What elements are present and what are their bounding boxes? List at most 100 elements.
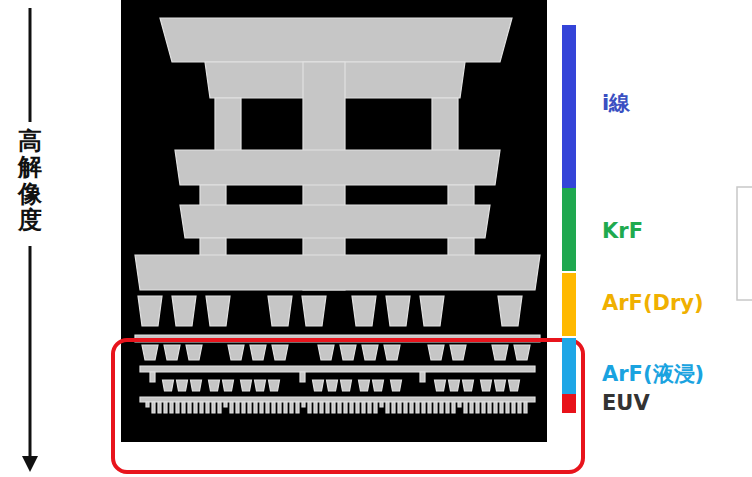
pattern-background <box>121 0 547 442</box>
pattern-shape <box>212 402 215 413</box>
pattern-shape <box>142 345 158 360</box>
pattern-shape <box>290 402 293 413</box>
pattern-shape <box>255 380 266 391</box>
pattern-shape <box>300 372 305 382</box>
legend-swatch <box>562 394 576 413</box>
pattern-shape <box>434 402 437 413</box>
pattern-shape <box>188 402 191 413</box>
pattern-shape <box>268 296 292 326</box>
pattern-shape <box>146 402 149 407</box>
pattern-shape <box>386 296 410 326</box>
legend-label: EUV <box>602 391 650 415</box>
pattern-shape <box>362 345 378 360</box>
pattern-shape <box>215 98 241 153</box>
pattern-shape <box>350 402 353 413</box>
pattern-shape <box>326 402 329 413</box>
legend-label: ArF(液浸) <box>602 360 704 388</box>
pattern-shape <box>446 402 449 413</box>
pattern-shape <box>509 380 520 391</box>
pattern-shape <box>236 402 239 413</box>
pattern-shape <box>320 402 323 413</box>
pattern-shape <box>384 345 400 360</box>
legend-label: KrF <box>602 219 643 243</box>
pattern-shape <box>218 402 221 413</box>
pattern-shape <box>332 402 335 413</box>
pattern-shape <box>410 402 413 413</box>
pattern-shape <box>209 380 220 391</box>
pattern-shape <box>428 402 431 413</box>
pattern-shape <box>140 366 535 372</box>
pattern-shape <box>160 18 512 62</box>
pattern-shape <box>428 345 444 360</box>
pattern-shape <box>404 402 407 413</box>
legend-swatch <box>562 273 576 336</box>
pattern-shapes <box>135 18 540 413</box>
pattern-shape <box>182 402 185 413</box>
pattern-shape <box>416 402 419 413</box>
pattern-shape <box>140 397 535 402</box>
pattern-shape <box>340 345 356 360</box>
pattern-shape <box>420 296 444 326</box>
pattern-shape <box>242 402 245 413</box>
pattern-shape <box>228 345 244 360</box>
pattern-shape <box>470 402 473 413</box>
pattern-shape <box>498 296 522 326</box>
pattern-shape <box>260 402 263 413</box>
arrow-line <box>29 8 32 122</box>
pattern-shape <box>458 402 461 407</box>
pattern-shape <box>495 380 506 391</box>
pattern-shape <box>314 402 317 413</box>
pattern-shape <box>186 345 202 360</box>
pattern-shape <box>254 402 257 413</box>
legend-swatch <box>562 338 576 394</box>
pattern-shape <box>250 345 266 360</box>
pattern-shape <box>398 402 401 413</box>
pattern-shape <box>494 402 497 413</box>
pattern-shape <box>164 345 180 360</box>
legend-label: ArF(Dry) <box>602 291 704 315</box>
pattern-shape <box>492 345 508 360</box>
pattern-shape <box>448 185 474 207</box>
pattern-shape <box>338 402 341 413</box>
pattern-shape <box>164 402 167 413</box>
pattern-shape <box>180 205 490 238</box>
pattern-shape <box>248 402 251 413</box>
arrow-line <box>29 246 32 458</box>
pattern-shape <box>158 402 161 413</box>
pattern-shape <box>356 402 359 413</box>
pattern-shape <box>302 296 326 326</box>
pattern-shape <box>464 402 467 413</box>
pattern-shape <box>200 238 226 256</box>
pattern-shape <box>296 402 299 413</box>
pattern-shape <box>500 402 503 413</box>
pattern-shape <box>450 345 466 360</box>
pattern-shape <box>172 296 196 326</box>
pattern-shape <box>514 345 530 360</box>
pattern-shape <box>176 402 179 413</box>
pattern-shape <box>177 380 188 391</box>
pattern-shape <box>359 380 370 391</box>
highlight-frame <box>113 340 583 472</box>
pattern-shape <box>152 402 155 413</box>
pattern-shape <box>175 150 500 185</box>
pattern-shape <box>448 238 474 256</box>
pattern-shape <box>163 380 174 391</box>
pattern-shape <box>506 402 509 413</box>
pattern-shape <box>308 402 311 413</box>
pattern-shape <box>206 296 230 326</box>
pattern-shape <box>135 255 540 290</box>
pattern-shape <box>224 402 227 407</box>
pattern-shape <box>512 402 515 413</box>
pattern-shape <box>452 402 455 413</box>
pattern-shape <box>518 402 521 413</box>
pattern-shape <box>449 380 460 391</box>
side-panel <box>737 187 752 300</box>
pattern-shape <box>420 372 425 382</box>
pattern-shape <box>206 402 209 413</box>
pattern-shape <box>435 380 446 391</box>
pattern-shape <box>223 380 234 391</box>
pattern-shape <box>392 402 395 413</box>
pattern-shape <box>476 402 479 413</box>
pattern-shape <box>368 402 371 413</box>
pattern-shape <box>269 380 280 391</box>
